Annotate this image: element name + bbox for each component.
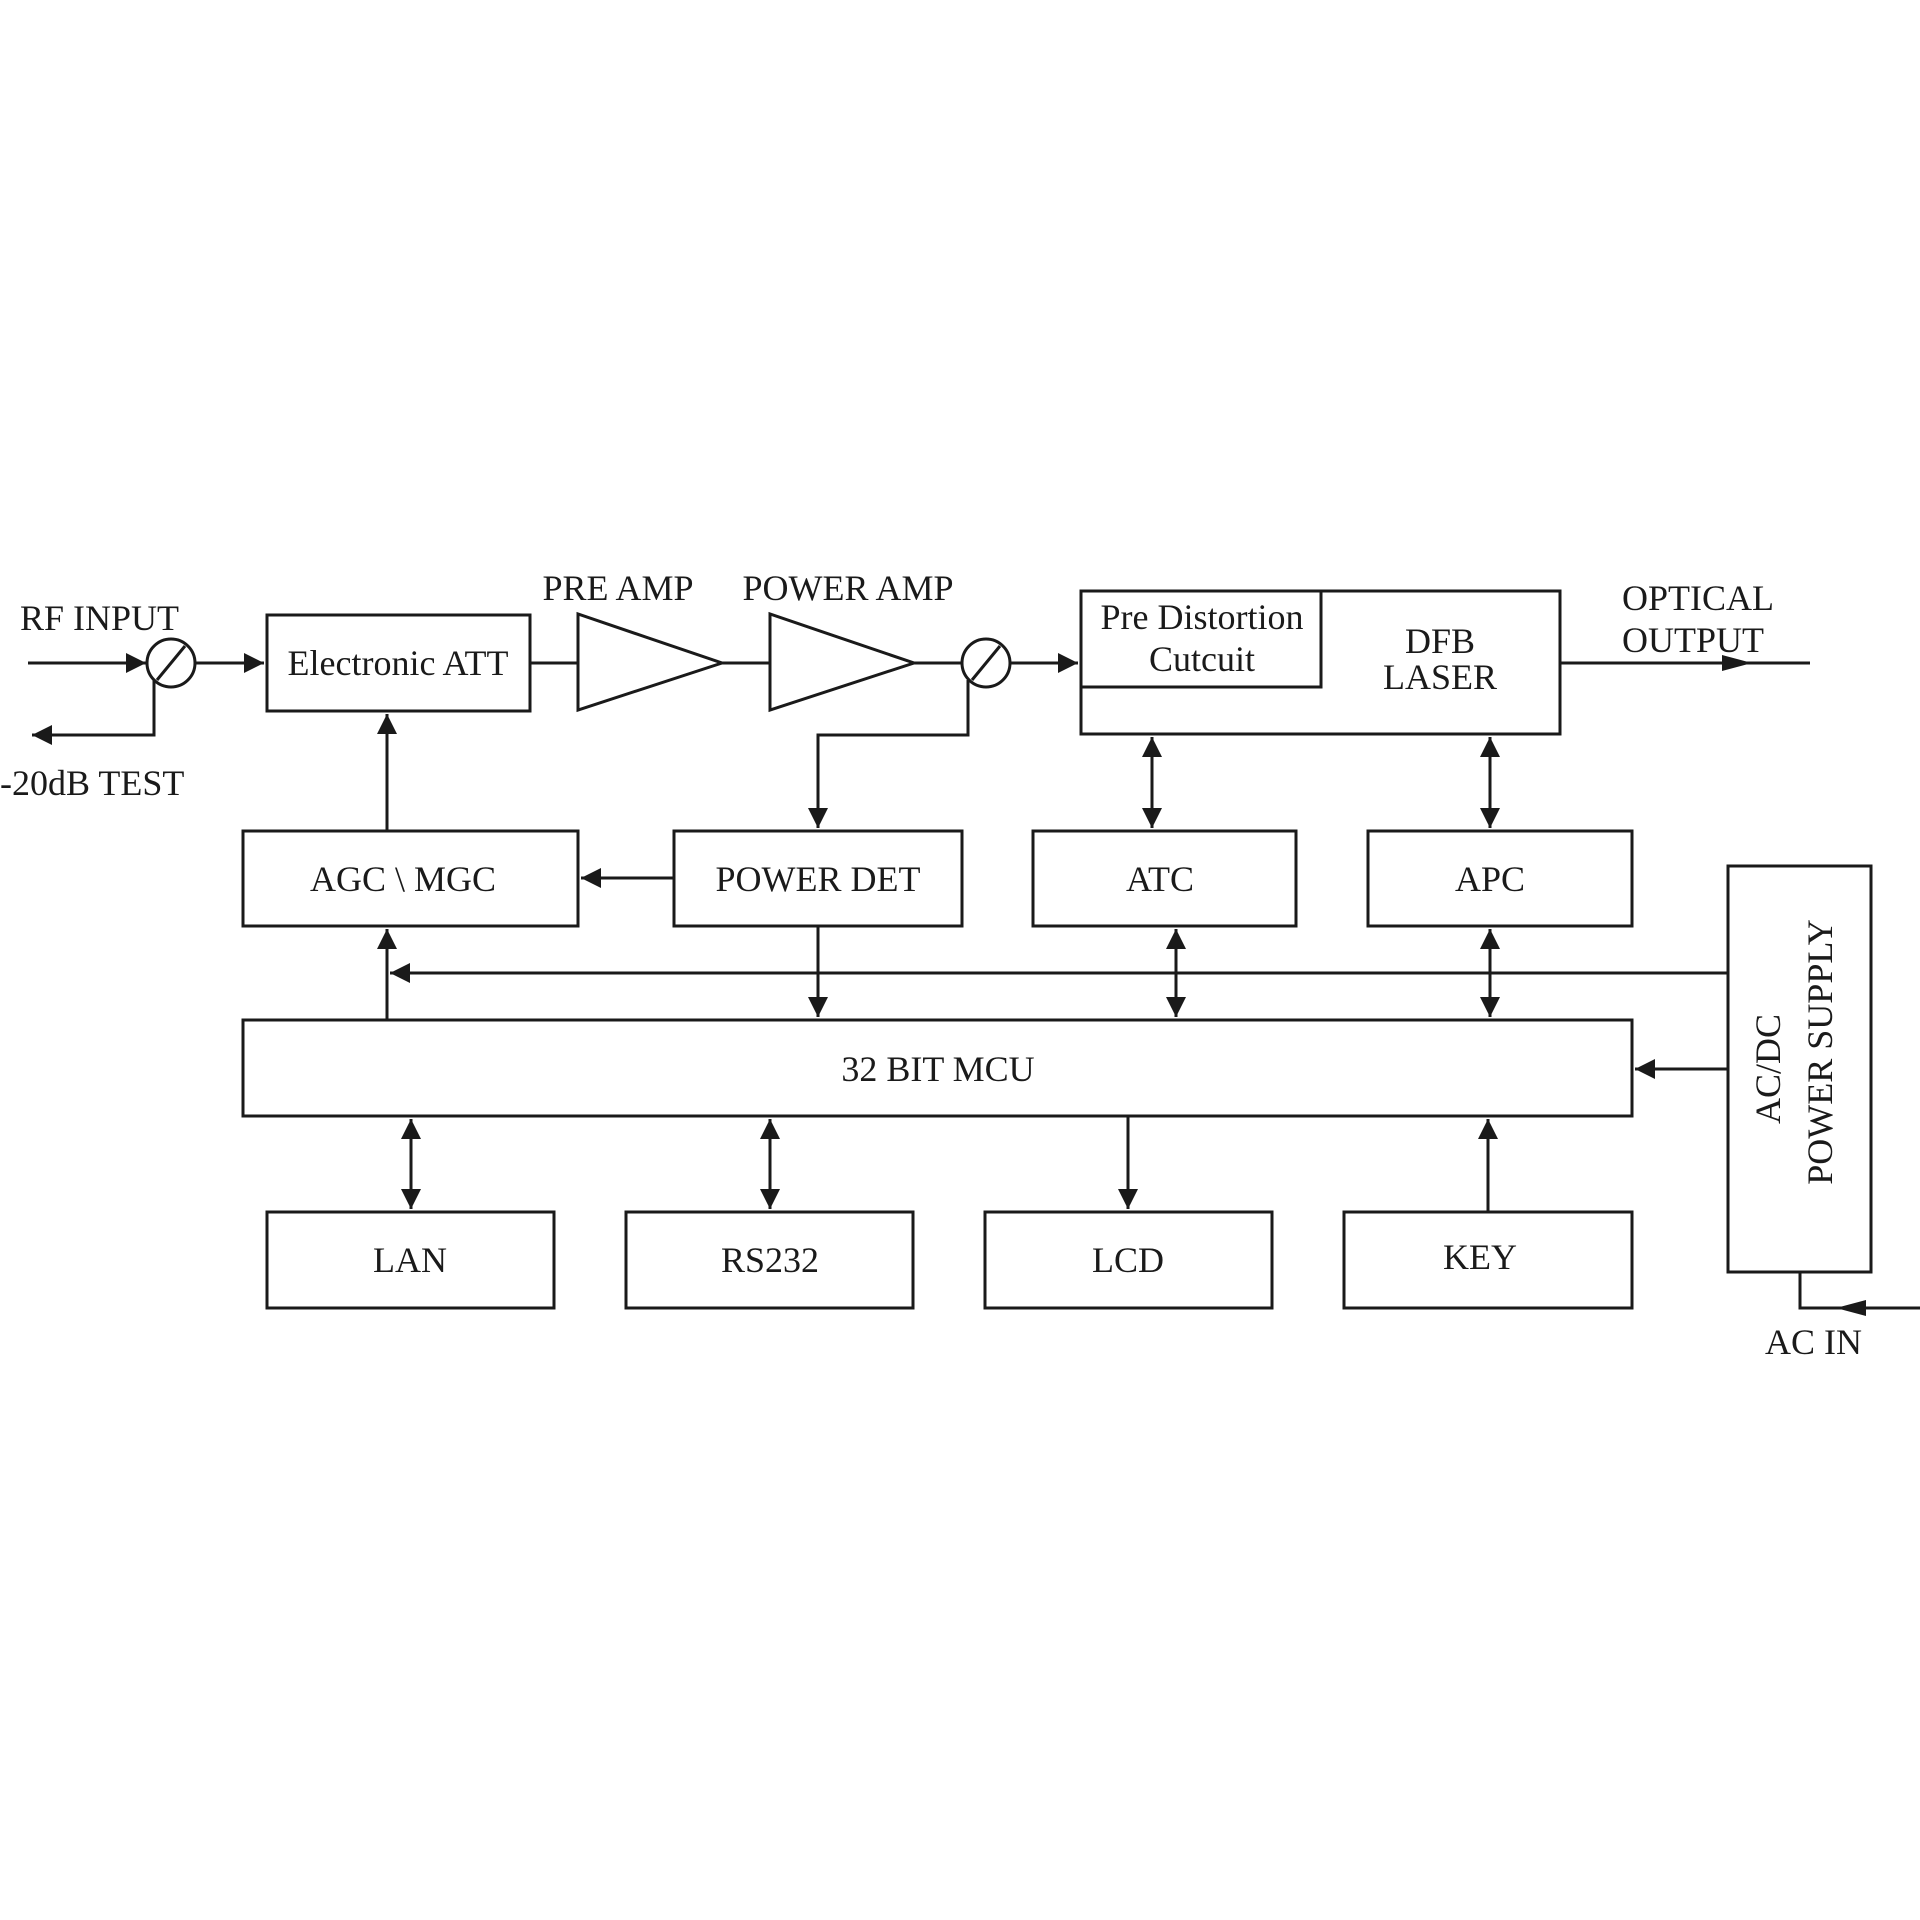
pre-distortion-block bbox=[1079, 589, 1323, 689]
atc-block bbox=[1031, 829, 1298, 928]
pre-amp-label: PRE AMP bbox=[542, 568, 693, 608]
lcd-label: LCD bbox=[1092, 1240, 1164, 1280]
power-supply-label-1: AC/DC bbox=[1748, 1014, 1788, 1124]
pre-amp-triangle bbox=[576, 611, 727, 713]
optical-output-arrow bbox=[1722, 655, 1752, 671]
lan-label: LAN bbox=[373, 1240, 447, 1280]
agc-mgc-block bbox=[241, 829, 580, 928]
test-port-line bbox=[32, 680, 156, 745]
ac-in-arrow bbox=[1836, 1300, 1866, 1316]
power-det-label: POWER DET bbox=[716, 859, 921, 899]
lan-block bbox=[265, 1210, 556, 1310]
ac-in-line bbox=[1798, 1272, 1920, 1310]
rs232-label: RS232 bbox=[721, 1240, 819, 1280]
agc-mgc-label: AGC \ MGC bbox=[310, 859, 496, 899]
dfb-laser-label-1: DFB bbox=[1405, 621, 1475, 661]
coupler-to-powerdet-line bbox=[808, 680, 970, 828]
mcu-label: 32 BIT MCU bbox=[841, 1049, 1034, 1089]
coupler-2 bbox=[960, 637, 1012, 689]
key-label: KEY bbox=[1443, 1237, 1517, 1277]
dfb-laser-label-2: LASER bbox=[1383, 657, 1497, 697]
apc-block bbox=[1366, 829, 1634, 928]
pre-distortion-label-1: Pre Distortion bbox=[1101, 597, 1304, 637]
power-supply-label-2: POWER SUPPLY bbox=[1800, 919, 1840, 1184]
electronic-att-label: Electronic ATT bbox=[288, 643, 509, 683]
pre-distortion-label-2: Cutcuit bbox=[1149, 639, 1255, 679]
lcd-block bbox=[983, 1210, 1274, 1310]
optical-output-label-1: OPTICAL bbox=[1622, 578, 1774, 618]
mcu-block bbox=[241, 1018, 1634, 1118]
atc-label: ATC bbox=[1126, 859, 1194, 899]
power-amp-triangle bbox=[768, 611, 919, 713]
rf-input-label: RF INPUT bbox=[20, 598, 179, 638]
power-amp-label: POWER AMP bbox=[742, 568, 953, 608]
coupler-1 bbox=[145, 637, 197, 689]
test-port-label: -20dB TEST bbox=[0, 763, 184, 803]
ac-in-label: AC IN bbox=[1765, 1322, 1862, 1362]
rs232-block bbox=[624, 1210, 915, 1310]
optical-output-label-2: OUTPUT bbox=[1622, 620, 1764, 660]
apc-label: APC bbox=[1455, 859, 1525, 899]
